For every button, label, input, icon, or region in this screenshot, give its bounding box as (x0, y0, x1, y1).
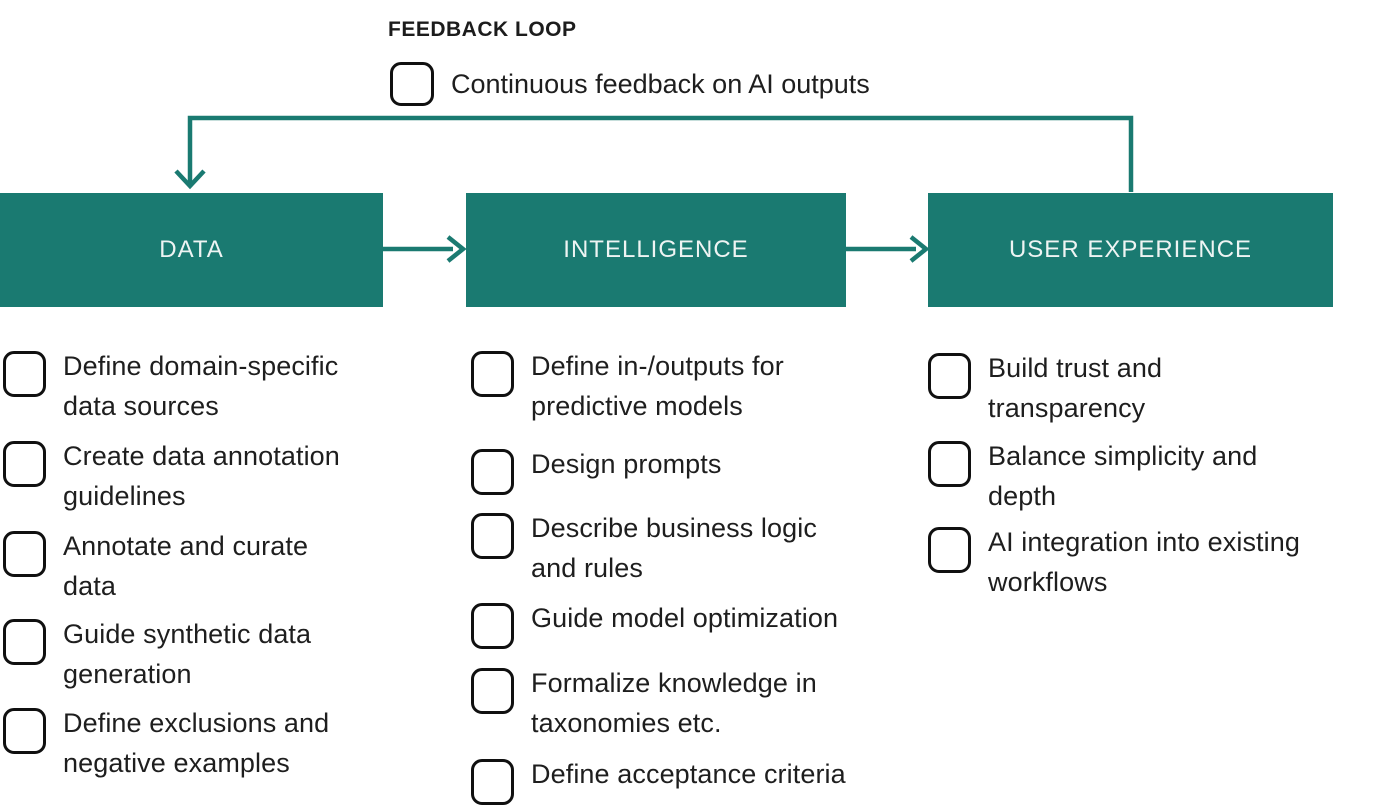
chevron-right-arrow-icon (909, 235, 930, 263)
checkbox-icon[interactable] (3, 708, 46, 754)
checkbox-icon[interactable] (471, 668, 514, 714)
checklist-item-label: Define domain-specific data sources (63, 351, 339, 421)
checklist-item: Define domain-specific data sources (3, 346, 338, 426)
checklist-item-label: Formalize knowledge in taxonomies etc. (531, 668, 817, 738)
stage-box-user-experience: USER EXPERIENCE (928, 193, 1333, 307)
checkbox-icon[interactable] (3, 619, 46, 665)
checklist-item: Define acceptance criteria (471, 754, 846, 805)
checklist-item: Design prompts (471, 444, 721, 495)
checkbox-icon[interactable] (471, 513, 514, 559)
feedback-loop-line (187, 115, 1134, 192)
checklist-item: Create data annotation guidelines (3, 436, 340, 516)
checklist-item-label: Design prompts (531, 449, 722, 479)
checklist-item-label: Annotate and curate data (63, 531, 309, 601)
checkbox-icon[interactable] (471, 759, 514, 805)
checkbox-icon[interactable] (3, 441, 46, 487)
checkbox-icon[interactable] (928, 441, 971, 487)
checklist-item: Describe business logic and rules (471, 508, 817, 588)
checkbox-icon[interactable] (390, 62, 434, 106)
stage-label: INTELLIGENCE (563, 236, 749, 263)
checklist-item: Build trust and transparency (928, 348, 1162, 428)
checklist-item-label: Define acceptance criteria (531, 759, 846, 789)
checklist-item: Guide synthetic data generation (3, 614, 311, 694)
checklist-item-label: Guide model optimization (531, 603, 839, 633)
checklist-item: Balance simplicity and depth (928, 436, 1257, 516)
chevron-right-arrow-icon (446, 235, 467, 263)
checklist-item-label: Build trust and transparency (988, 353, 1163, 423)
checkbox-icon[interactable] (928, 527, 971, 573)
checklist-item-label: Define in-/outputs for predictive models (531, 351, 784, 421)
checklist-item-label: AI integration into existing workflows (988, 527, 1300, 597)
checkbox-icon[interactable] (471, 449, 514, 495)
checklist-item-label: Create data annotation guidelines (63, 441, 340, 511)
feedback-loop-item: Continuous feedback on AI outputs (390, 62, 870, 106)
stage-box-data: DATA (0, 193, 383, 307)
checkbox-icon[interactable] (3, 531, 46, 577)
stage-box-intelligence: INTELLIGENCE (466, 193, 846, 307)
stage-label: USER EXPERIENCE (1008, 236, 1253, 263)
checklist-item-label: Balance simplicity and depth (988, 441, 1258, 511)
stage-label: DATA (159, 236, 224, 263)
feedback-loop-item-label: Continuous feedback on AI outputs (451, 68, 870, 99)
feedback-loop-title: FEEDBACK LOOP (388, 18, 577, 41)
checkbox-icon[interactable] (3, 351, 46, 397)
checkbox-icon[interactable] (928, 353, 971, 399)
checklist-item: Define exclusions and negative examples (3, 703, 329, 783)
checkbox-icon[interactable] (471, 603, 514, 649)
checklist-item: Annotate and curate data (3, 526, 308, 606)
checkbox-icon[interactable] (471, 351, 514, 397)
checklist-item-label: Describe business logic and rules (531, 513, 817, 583)
checklist-item: AI integration into existing workflows (928, 522, 1300, 602)
checklist-item-label: Define exclusions and negative examples (63, 708, 330, 778)
checklist-item: Guide model optimization (471, 598, 838, 649)
checklist-item-label: Guide synthetic data generation (63, 619, 312, 689)
checklist-item: Define in-/outputs for predictive models (471, 346, 784, 426)
chevron-down-arrow-icon (174, 169, 206, 190)
checklist-item: Formalize knowledge in taxonomies etc. (471, 663, 817, 743)
